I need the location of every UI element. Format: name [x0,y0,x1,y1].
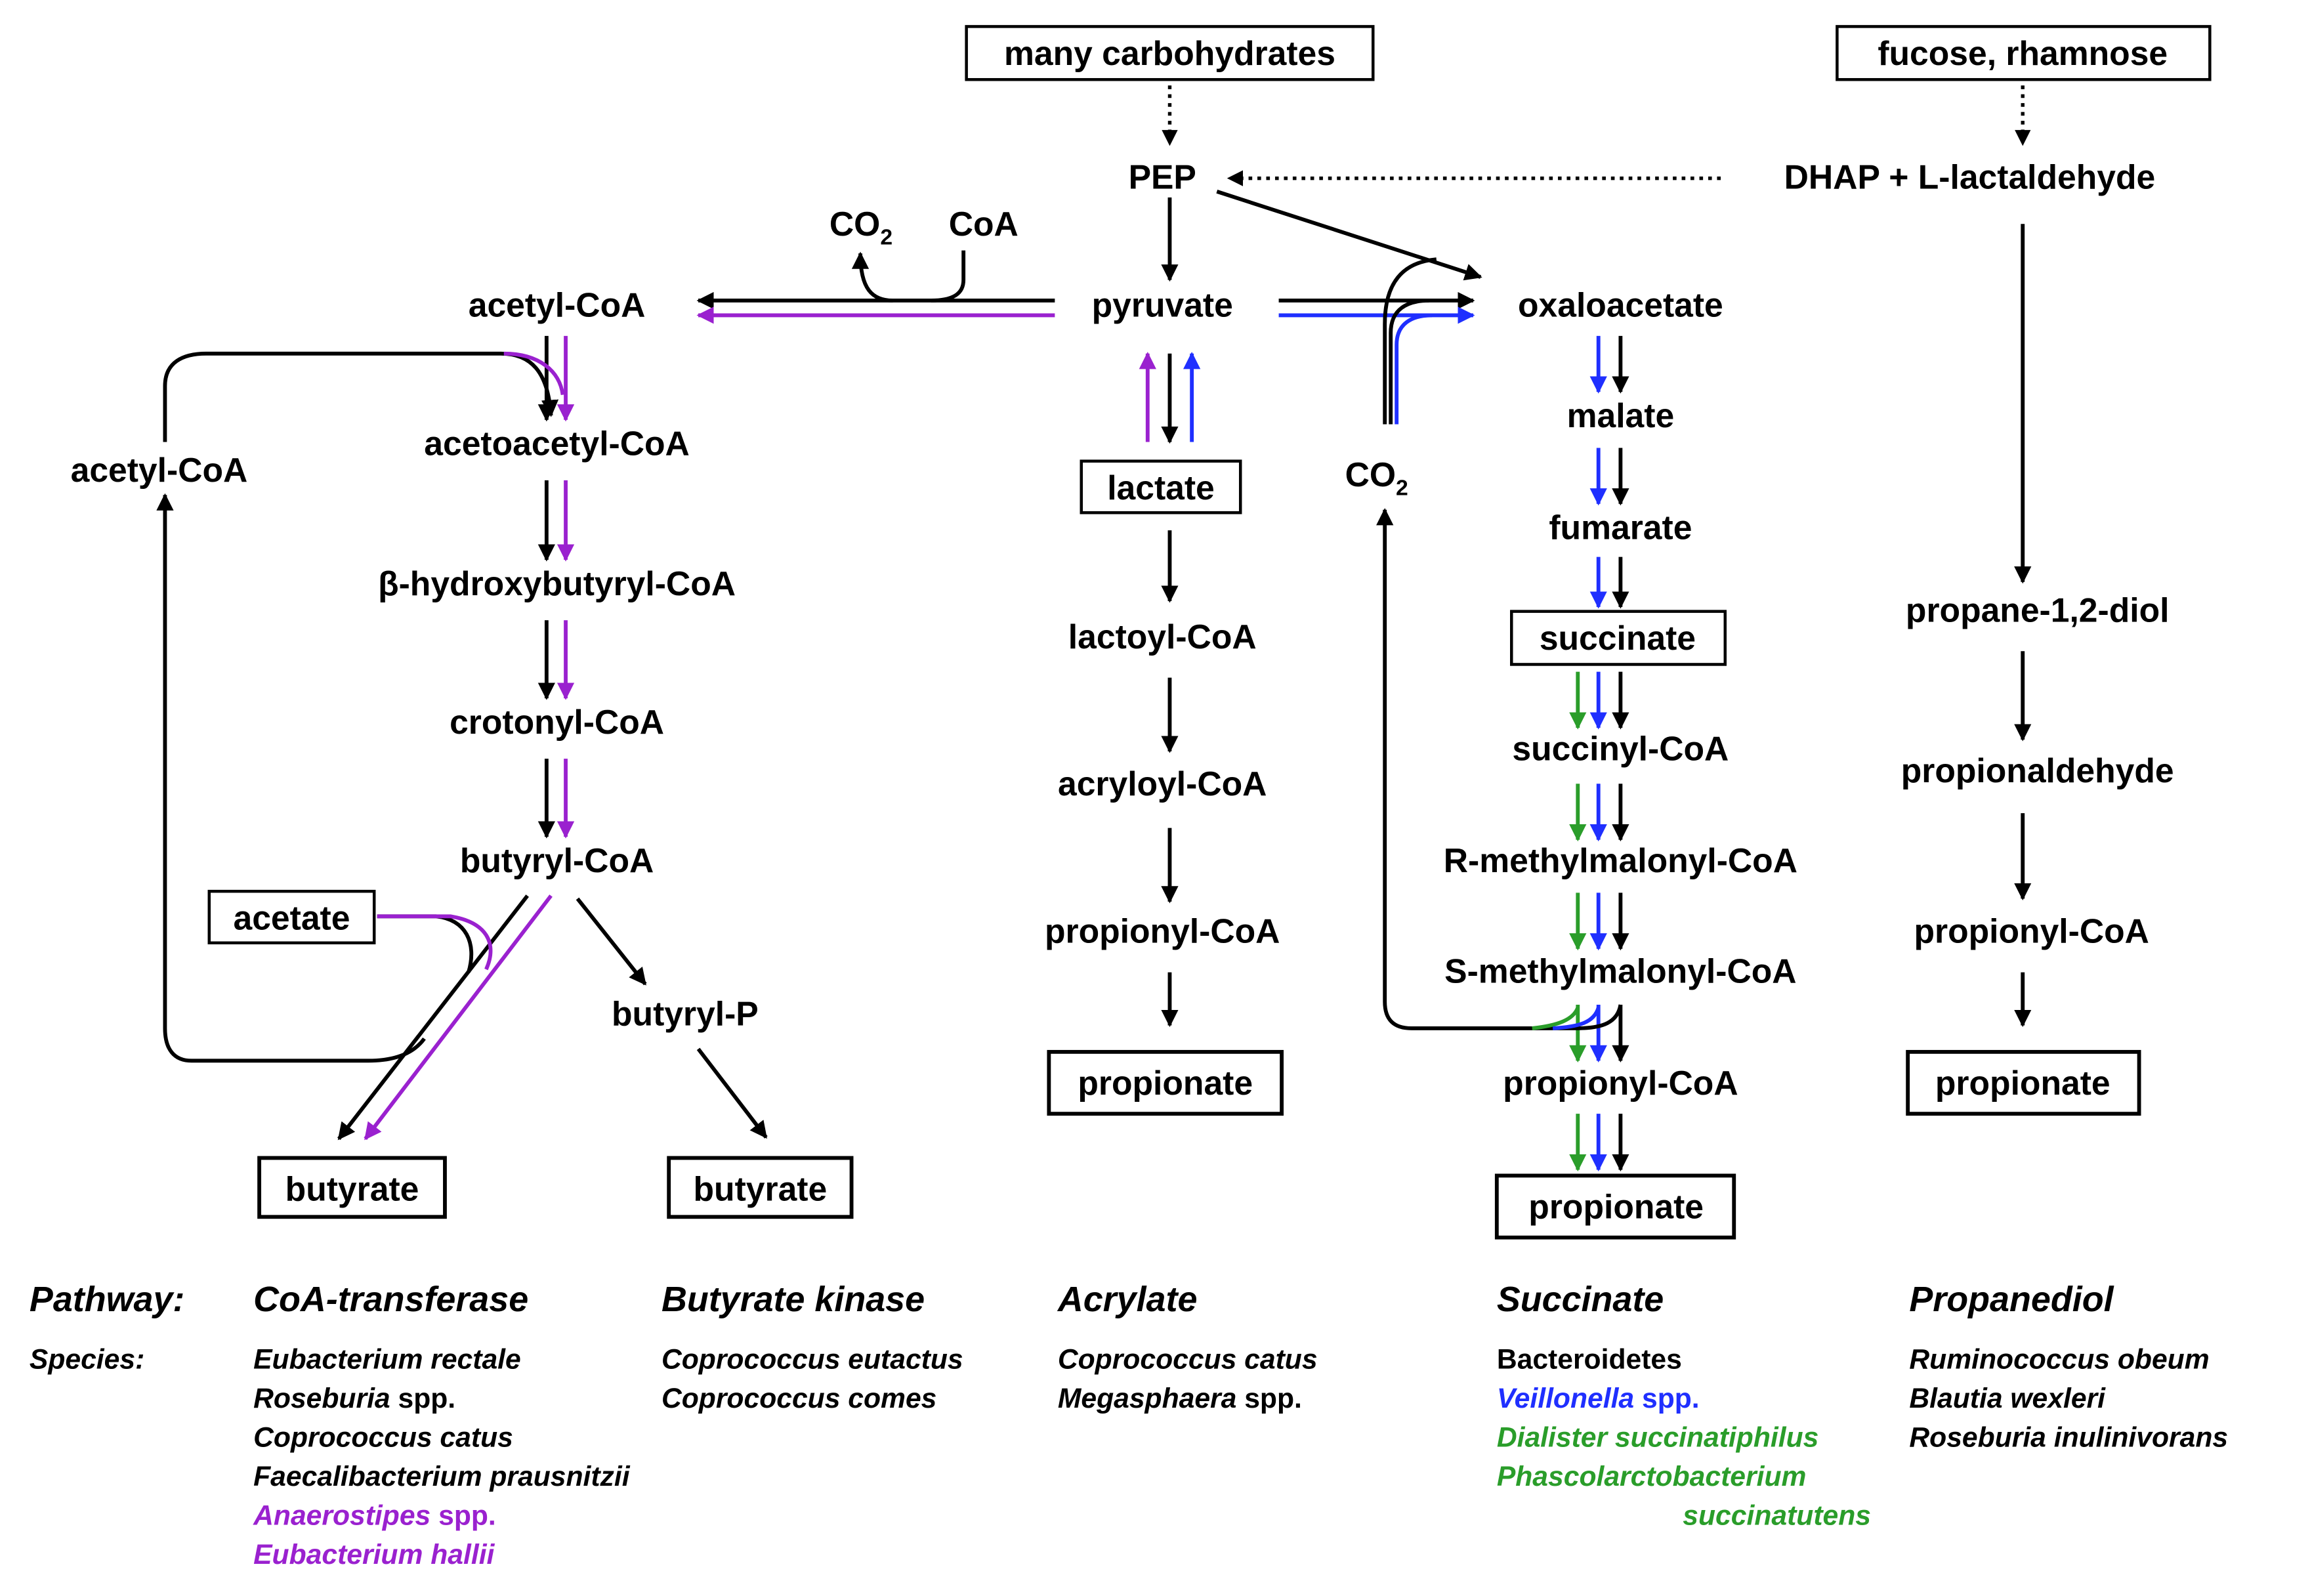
arrow-co2-release [851,251,893,303]
propionyl-coa-propanediol-label: propionyl-CoA [1914,912,2149,950]
species-item: Ruminococcus obeum [1909,1344,2209,1376]
arrows-smethylmalonyl-to-propionylcoa [1569,1005,1629,1062]
acetate-box [207,889,376,944]
arrows-propionylcoa-to-propionate [1569,1114,1629,1172]
species-item: Bacteroidetes [1497,1344,1682,1376]
crotonyl-coa-label: crotonyl-CoA [450,703,664,741]
species-item: Blautia wexleri [1909,1383,2106,1414]
arrow-butyrylcoa-to-butyrylp [576,897,647,986]
arrows-succinylcoa-to-rmethylmalonyl [1569,784,1629,842]
species-item: Eubacterium rectale [253,1344,521,1376]
pathway-name: Acrylate [1057,1280,1198,1319]
arrow-butyrylcoa-to-butyrate [337,894,529,1141]
pyruvate-label: pyruvate [1092,286,1233,324]
arrow-butyrylp-to-butyrate [696,1047,768,1139]
butyryl-coa-label: butyryl-CoA [460,841,654,879]
species-item: Veillonella spp. [1497,1383,1700,1414]
propane-diol-label: propane-1,2-diol [1906,591,2170,629]
propionate-box-succinate [1494,1173,1736,1240]
propionate-acrylate-label: propionate [1078,1064,1253,1102]
acetate-label: acetate [234,899,350,937]
arrow-butyrylcoa-to-butyrate-purple [364,894,553,1141]
species-item: Coprococcus eutactus [662,1344,963,1376]
butyrate-label-2: butyrate [694,1170,828,1208]
species-item: Eubacterium hallii [253,1539,495,1570]
co2-top-label: CO2 [830,205,892,249]
species-item: succinatutens [1683,1500,1871,1531]
many-carbohydrates-label: many carbohydrates [1004,34,1335,72]
hydroxybutyryl-coa-label: β-hydroxybutyryl-CoA [378,564,736,602]
species-heading: Species: [30,1344,144,1376]
propionyl-coa-acrylate-label: propionyl-CoA [1045,912,1280,950]
species-item: Faecalibacterium prausnitzii [253,1461,631,1492]
species-item: Roseburia spp. [253,1383,455,1414]
r-methylmalonyl-coa-label: R-methylmalonyl-CoA [1444,841,1797,879]
co2-mid-label: CO2 [1345,455,1408,500]
oxaloacetate-label: oxaloacetate [1518,286,1723,324]
fucose-rhamnose-label: fucose, rhamnose [1878,34,2168,72]
arrow-acetylcoa-left-to-acetoacetylcoa [163,351,559,442]
butyrate-box-2 [667,1156,854,1219]
arrows-succinate-to-succinylcoa [1569,671,1629,730]
line-co2-release-blue [1552,1007,1601,1030]
line-acetate-input [377,914,474,973]
fucose-rhamnose-box [1836,25,2212,81]
line-co2-fixation-blue [1395,313,1433,425]
species-item: Dialister succinatiphilus [1497,1421,1819,1453]
arrow-acetylcoa-regeneration [156,493,426,1063]
succinate-label: succinate [1540,619,1696,657]
pathway-heading: Pathway: [30,1280,184,1319]
propionate-propanediol-label: propionate [1935,1064,2110,1102]
lactate-box [1080,459,1242,514]
arrows-rmethylmalonyl-to-smethylmalonyl [1569,892,1629,951]
propionyl-coa-succinate-label: propionyl-CoA [1503,1064,1738,1102]
butyrate-box-1 [257,1156,447,1219]
coa-label: CoA [949,205,1018,243]
line-co2-release-green [1532,1007,1580,1030]
dhap-lactaldehyde-label: DHAP + L-lactaldehyde [1784,158,2156,196]
malate-label: malate [1567,396,1675,434]
species-item: Coprococcus catus [253,1421,513,1453]
acetoacetyl-coa-label: acetoacetyl-CoA [424,425,690,463]
line-coa-input [931,250,966,303]
species-item: Phascolarctobacterium [1497,1461,1807,1492]
propionate-succinate-label: propionate [1528,1188,1704,1226]
many-carbohydrates-box [965,25,1375,81]
species-item: Coprococcus comes [662,1383,936,1414]
pathway-name: Butyrate kinase [662,1280,925,1319]
line-co2-fixation-2 [1389,299,1429,425]
fumarate-label: fumarate [1549,509,1692,547]
propionaldehyde-label: propionaldehyde [1901,751,2174,789]
pathway-name: CoA-transferase [253,1280,528,1319]
pathway-name: Propanediol [1909,1280,2114,1319]
pathway-name: Succinate [1497,1280,1664,1319]
acetyl-coa-label: acetyl-CoA [469,286,646,324]
s-methylmalonyl-coa-label: S-methylmalonyl-CoA [1444,952,1796,990]
line-acetate-input-purple [377,914,493,971]
acetyl-coa-left-label: acetyl-CoA [71,451,248,489]
propionate-box-propanediol [1906,1049,2141,1116]
line-acetylcoa-merge-purple [503,351,565,396]
pep-label: PEP [1129,158,1196,196]
propionate-box-acrylate [1047,1049,1284,1116]
succinate-box [1510,610,1727,666]
species-item: Megasphaera spp. [1058,1383,1302,1414]
species-item: Coprococcus catus [1058,1344,1318,1376]
lactate-label: lactate [1107,469,1215,507]
acryloyl-coa-label: acryloyl-CoA [1058,765,1267,803]
species-item: Anaerostipes spp. [253,1500,496,1531]
line-co2-fixation [1383,257,1437,425]
species-item: Roseburia inulinivorans [1909,1421,2228,1453]
succinyl-coa-label: succinyl-CoA [1512,729,1729,767]
arrow-pep-to-oxaloacetate [1216,190,1482,281]
butyryl-p-label: butyryl-P [612,994,759,1032]
lactoyl-coa-label: lactoyl-CoA [1068,618,1257,656]
arrow-co2-release-succinate [1376,508,1623,1030]
butyrate-label-1: butyrate [285,1170,419,1208]
